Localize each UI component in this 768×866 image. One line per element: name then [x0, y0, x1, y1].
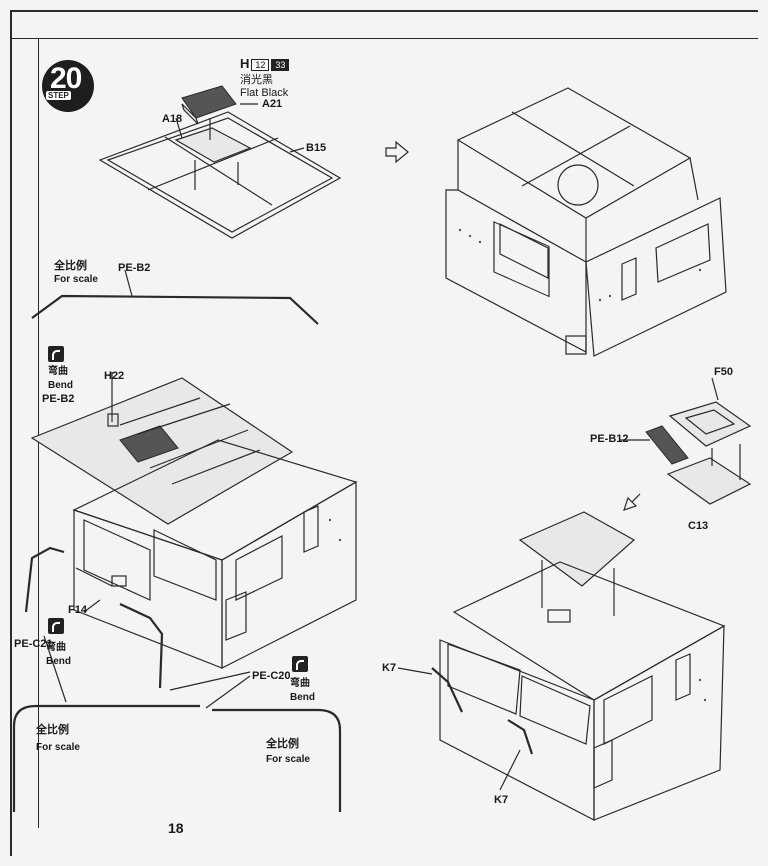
page-frame	[10, 10, 758, 856]
scale-cn-1: 全比例	[54, 259, 87, 272]
paint-code-a: 12	[251, 59, 270, 71]
bend-cn-2: 弯曲	[46, 642, 66, 653]
label-pe-b12: PE-B12	[590, 433, 629, 445]
label-a21: A21	[262, 98, 283, 110]
arrow-down-left	[623, 493, 641, 511]
bend-cn-1: 弯曲	[48, 366, 68, 377]
label-f50: F50	[714, 366, 733, 378]
left-rule	[38, 38, 39, 828]
bend-cn-3: 弯曲	[290, 678, 310, 689]
top-rule	[10, 38, 758, 39]
label-pe-b2: PE-B2	[42, 393, 75, 405]
paint-code-b: 33	[271, 59, 290, 71]
scale-en-1: For scale	[54, 274, 98, 285]
bend-icon	[292, 656, 308, 672]
paint-letter: H	[240, 56, 250, 71]
label-a18: A18	[162, 113, 183, 125]
roof-frame-assembly	[98, 85, 342, 239]
label-pe-c21: PE-C21	[14, 638, 53, 650]
bend-icon	[48, 346, 64, 362]
scale-en-3: For scale	[266, 754, 310, 765]
cab-assembly-top-right	[445, 87, 727, 357]
step-word: STEP	[46, 91, 71, 100]
scale-cn-2: 全比例	[36, 723, 69, 736]
pe-c-scale-frames	[12, 704, 342, 812]
label-h22: H22	[104, 370, 125, 382]
cab-assembly-bottom-right	[431, 511, 726, 821]
label-pe-b2-scale: PE-B2	[118, 262, 151, 274]
scale-cn-3: 全比例	[266, 737, 299, 750]
leader-lines	[43, 439, 650, 791]
pe-b2-scale-strip	[31, 269, 319, 325]
arrow-right	[385, 140, 409, 164]
bend-en-3: Bend	[290, 692, 315, 703]
hatch-subassembly	[645, 377, 752, 505]
roof-panel-assembly	[30, 372, 294, 525]
label-c13: C13	[688, 520, 709, 532]
label-k7-top: K7	[382, 662, 397, 674]
bend-en-1: Bend	[48, 380, 73, 391]
bend-en-2: Bend	[46, 656, 71, 667]
bend-icon	[48, 618, 64, 634]
step-badge: 20 STEP	[42, 60, 94, 112]
label-b15: B15	[306, 142, 327, 154]
step-number: 20	[50, 62, 82, 95]
label-f14: F14	[68, 604, 87, 616]
rivet-dots	[328, 228, 707, 702]
scale-en-2: For scale	[36, 742, 80, 753]
page-number: 18	[168, 820, 184, 836]
label-pe-c20: PE-C20	[252, 670, 291, 682]
label-k7-bottom: K7	[494, 794, 509, 806]
paint-name-cn: 消光黑	[240, 73, 273, 86]
paint-name-en: Flat Black	[240, 87, 289, 99]
cab-assembly-middle-left	[24, 439, 358, 689]
